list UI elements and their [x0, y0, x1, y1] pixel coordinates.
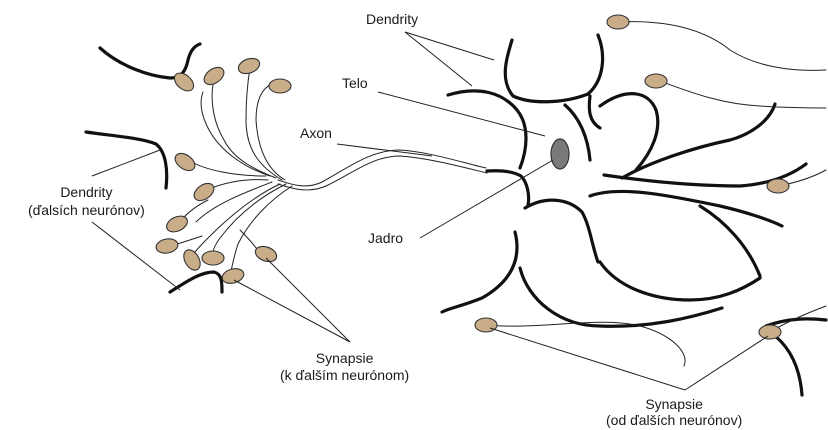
synapses-outgoing	[155, 56, 291, 286]
soma-bottom-dendrite	[520, 268, 722, 326]
synapse-terminal-3	[236, 56, 261, 77]
label-axon: Axon	[300, 125, 332, 141]
label-nucleus-text: Jadro	[368, 230, 403, 246]
pointer-axon	[337, 144, 432, 156]
pointer-dendrity-2	[405, 32, 472, 86]
left-dendrites	[86, 44, 222, 292]
synapse-terminal-9	[180, 247, 203, 273]
pointer-dendrity-other-2	[92, 222, 180, 290]
axon-terminal-tree	[170, 68, 292, 276]
nucleus	[551, 139, 569, 169]
fiber-top-right	[618, 22, 826, 71]
label-body: Telo	[342, 75, 368, 91]
synapse-terminal-2	[201, 64, 227, 88]
soma-right-notch-2	[589, 96, 600, 128]
left-dendrite-bottom	[170, 272, 222, 292]
pointer-synapsie-out-2	[266, 258, 350, 342]
synapse-terminal-12	[253, 244, 278, 265]
fiber-right-upper	[657, 80, 826, 108]
label-synapses-out-line1: Synapsie	[280, 350, 409, 366]
pointer-dendrity-other-1	[92, 150, 160, 176]
label-synapses-in-line2: (od ďalších neurónov)	[606, 412, 742, 428]
label-synapses-in-line1: Synapsie	[606, 396, 742, 412]
pointer-synapsie-in-1	[490, 328, 685, 390]
soma-lower-left-dendrite	[525, 200, 598, 262]
label-synapses-out-line2: (k ďalším neurónom)	[280, 367, 409, 383]
fiber-bottom-left	[486, 322, 685, 366]
label-dendrites-other-line1: Dendrity	[28, 184, 145, 200]
soma-top-left-dendrite	[448, 91, 526, 168]
bottom-right-dendrite	[770, 332, 802, 395]
soma-bottom-right-dendrite	[600, 262, 760, 300]
axon-lower	[278, 156, 487, 190]
synapse-terminal-7	[164, 213, 190, 235]
label-synapses-out: Synapsie (k ďalším neurónom)	[280, 350, 409, 383]
synapse-incoming-1	[607, 15, 629, 29]
cell-body-outline	[442, 35, 806, 326]
synapse-incoming-5	[759, 325, 781, 339]
label-axon-text: Axon	[300, 125, 332, 141]
left-dendrite-top	[100, 44, 200, 78]
soma-lower-loop	[442, 232, 517, 312]
label-synapses-in: Synapsie (od ďalších neurónov)	[606, 396, 742, 428]
synapse-terminal-6	[191, 180, 217, 204]
soma-top-dendrite	[505, 35, 602, 102]
soma-right-lower-dendrite	[590, 191, 782, 226]
label-dendrites-top: Dendrity	[366, 11, 418, 27]
label-body-text: Telo	[342, 75, 368, 91]
synapse-incoming-4	[475, 318, 497, 332]
synapse-terminal-10	[202, 251, 224, 265]
pointer-dendrity-1	[405, 32, 494, 60]
label-dendrites-other: Dendrity (ďalsích neurónov)	[28, 184, 145, 218]
left-dendrite-middle	[86, 132, 167, 188]
synapse-terminal-4	[269, 79, 291, 93]
far-right-dendrite	[766, 319, 826, 326]
synapse-incoming-2	[645, 74, 667, 88]
pointer-synapsie-in-2	[685, 336, 768, 390]
synapse-terminal-5	[172, 150, 198, 174]
synapse-incoming-3	[767, 179, 789, 193]
axon	[278, 150, 487, 190]
label-nucleus: Jadro	[368, 230, 403, 246]
soma-left-axon-hillock	[487, 171, 529, 205]
axon-upper	[278, 150, 486, 186]
soma-lower-right-branch	[700, 206, 760, 276]
pointer-synapsie-out-1	[234, 280, 350, 342]
synapse-terminal-8	[155, 237, 179, 255]
label-dendrites-top-text: Dendrity	[366, 11, 418, 27]
soma-right-dendrite-branch	[622, 104, 775, 178]
label-dendrites-other-line2: (ďalsích neurónov)	[28, 202, 145, 218]
synapse-terminal-11	[221, 266, 246, 285]
soma-top-right-dendrite	[600, 94, 658, 170]
